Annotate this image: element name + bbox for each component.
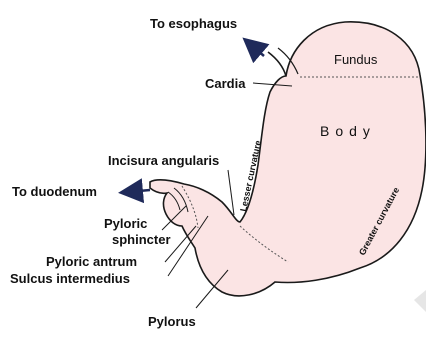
duodenum-arrow <box>128 190 150 192</box>
esophagus-arrow <box>250 44 264 56</box>
incisura-leader <box>228 170 234 215</box>
label-cardia: Cardia <box>205 76 246 91</box>
label-to-duodenum: To duodenum <box>12 184 97 199</box>
label-pylorus: Pylorus <box>148 314 196 329</box>
label-to-esophagus: To esophagus <box>150 16 237 31</box>
esophagus-stub <box>268 52 286 76</box>
label-sulcus-intermedius: Sulcus intermedius <box>10 271 130 286</box>
label-fundus: Fundus <box>334 52 378 67</box>
label-body: Body <box>320 123 376 139</box>
label-pyloric-antrum: Pyloric antrum <box>46 254 137 269</box>
label-incisura-angularis: Incisura angularis <box>108 153 219 168</box>
corner-decoration <box>414 290 426 312</box>
label-pyloric-sphincter-line1: Pyloric <box>104 216 147 231</box>
label-pyloric-sphincter-line2: sphincter <box>112 232 171 247</box>
